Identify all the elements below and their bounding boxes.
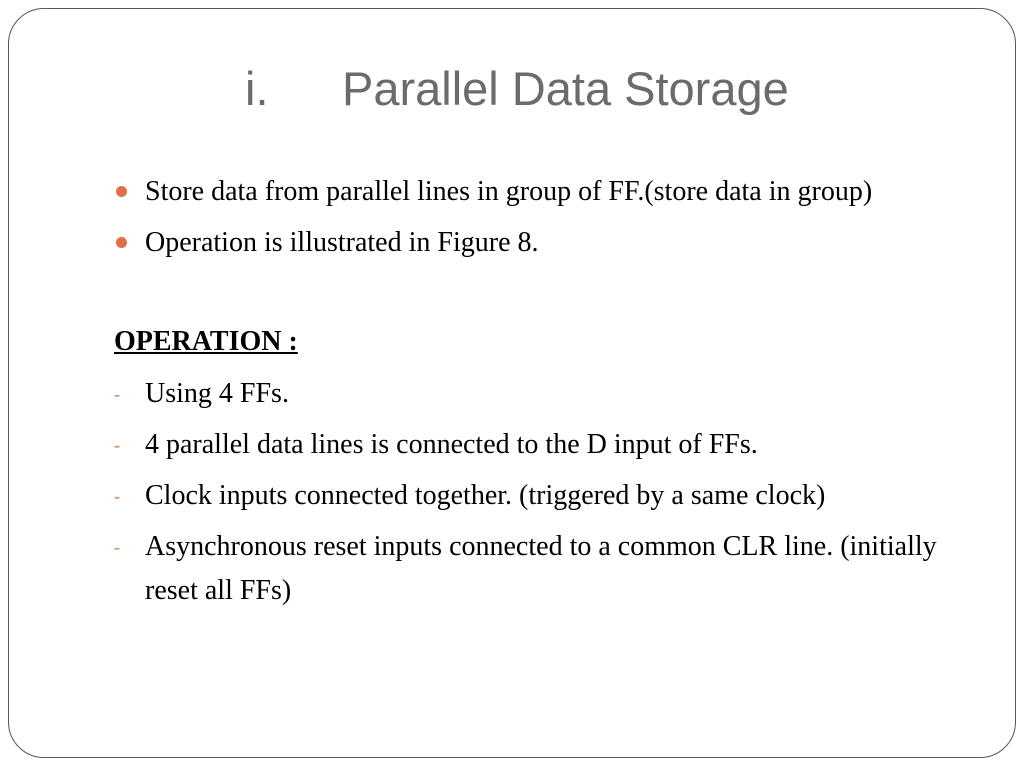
slide-frame: i. Parallel Data Storage (8, 8, 1016, 758)
dash-item-text: Clock inputs connected together. (trigge… (145, 480, 826, 511)
slide-title: i. Parallel Data Storage (245, 65, 789, 112)
dash-bullet-icon: - (114, 384, 120, 404)
title-number: i. (245, 62, 269, 115)
dash-item-text: Using 4 FFs. (145, 378, 289, 409)
dash-item: - Asynchronous reset inputs connected to… (114, 525, 974, 613)
dash-bullet-icon: - (114, 486, 120, 506)
dash-item-text: Asynchronous reset inputs connected to a… (145, 531, 937, 606)
dash-item: - Using 4 FFs. (114, 372, 974, 416)
bullet-text: Store data from parallel lines in group … (145, 176, 873, 207)
bullet-item: Operation is illustrated in Figure 8. (114, 221, 974, 265)
dash-item-text: 4 parallel data lines is connected to th… (145, 429, 758, 460)
bullet-dot-icon (116, 186, 127, 197)
title-text: Parallel Data Storage (342, 62, 789, 115)
bullet-item: Store data from parallel lines in group … (114, 170, 974, 214)
slide-body: Store data from parallel lines in group … (114, 170, 974, 620)
section-heading: OPERATION : (114, 326, 298, 357)
dash-item: - 4 parallel data lines is connected to … (114, 423, 974, 467)
bullet-text: Operation is illustrated in Figure 8. (145, 227, 539, 258)
dash-bullet-icon: - (114, 537, 120, 557)
section-spacer (114, 272, 974, 320)
dash-item: - Clock inputs connected together. (trig… (114, 474, 974, 518)
bullet-dot-icon (116, 237, 127, 248)
dash-bullet-icon: - (114, 435, 120, 455)
